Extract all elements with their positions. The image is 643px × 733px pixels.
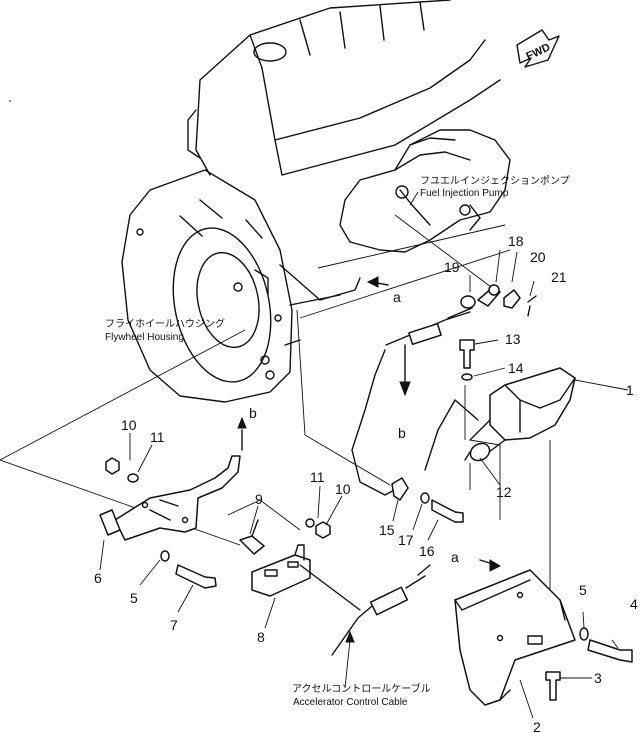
part-number-10-left: 10 (121, 417, 137, 433)
engine-block (9, 0, 501, 176)
flywheel-label-jp: フライホイールハウジング (105, 317, 225, 330)
nut-10-middle (315, 521, 331, 539)
washer-11-middle (305, 518, 315, 528)
arrow-b-left-head (237, 416, 247, 429)
part-number-11-left: 11 (150, 429, 165, 445)
part-number-9: 9 (255, 491, 263, 507)
washer-11-left (127, 473, 139, 483)
nut-10-left (105, 457, 120, 475)
part-number-14: 14 (508, 360, 524, 376)
flywheel-housing (121, 169, 361, 403)
part-number-13: 13 (505, 331, 521, 347)
part-number-4: 4 (630, 596, 638, 612)
bolt-16 (431, 499, 464, 523)
part-number-10-middle: 10 (335, 481, 351, 497)
bolt-4 (587, 639, 633, 663)
ref-b-left: b (249, 405, 257, 421)
fuel-pump-label-en: Fuel Injection Pump (420, 188, 509, 199)
stud-9 (239, 519, 265, 555)
arrow-b-right-head (399, 381, 411, 397)
part-number-21: 21 (551, 269, 567, 285)
part-number-6: 6 (94, 570, 102, 586)
part-number-12: 12 (496, 484, 512, 500)
flywheel-label-en: Flywheel Housing (105, 332, 184, 343)
ref-a-upper: a (393, 289, 401, 305)
part-number-19: 19 (444, 259, 460, 275)
pump-linkage (460, 284, 537, 317)
cable-label-en: Accelerator Control Cable (293, 697, 408, 708)
accelerator-cable-lower (299, 564, 431, 656)
cable-label-jp: アクセルコントロールケーブル (292, 682, 431, 695)
arrow-a-upper-head (366, 276, 379, 288)
part-number-5-left: 5 (130, 590, 138, 606)
switch-housing-1 (464, 367, 576, 462)
bolt-13 (459, 339, 475, 369)
part-number-5-right: 5 (579, 582, 587, 598)
washer-5-left (160, 550, 170, 562)
bolt-7 (175, 564, 217, 589)
middle-bracket (251, 544, 311, 597)
part-number-17: 17 (398, 532, 414, 548)
left-bracket (99, 455, 241, 541)
part-number-7: 7 (170, 617, 178, 633)
accelerator-cable-upper (351, 307, 479, 496)
part-number-18: 18 (508, 233, 524, 249)
part-number-16: 16 (419, 543, 435, 559)
part-number-8: 8 (257, 629, 265, 645)
fuel-pump-label-jp: フユエルインジェクションポンプ (420, 175, 570, 187)
callout-leaders (99, 249, 629, 719)
clamp-15 (391, 477, 409, 501)
part-number-20: 20 (530, 249, 546, 265)
ref-a-lower: a (451, 549, 459, 565)
part-number-11-middle: 11 (310, 469, 325, 485)
part-number-15: 15 (379, 522, 395, 538)
part-number-2: 2 (533, 719, 541, 733)
fwd-direction-tag: FWD (516, 29, 560, 68)
part-number-3: 3 (594, 670, 602, 686)
fuel-injection-pump (339, 129, 511, 253)
arrow-a-lower-head (489, 559, 502, 572)
part-number-1: 1 (626, 382, 634, 398)
cable-label-arrow (345, 630, 355, 643)
washer-14 (461, 373, 473, 381)
ref-b-right: b (398, 425, 406, 441)
lower-bracket-2 (454, 569, 576, 706)
washer-17 (420, 492, 430, 504)
bolt-3 (545, 671, 561, 701)
washer-5-right (579, 627, 589, 641)
